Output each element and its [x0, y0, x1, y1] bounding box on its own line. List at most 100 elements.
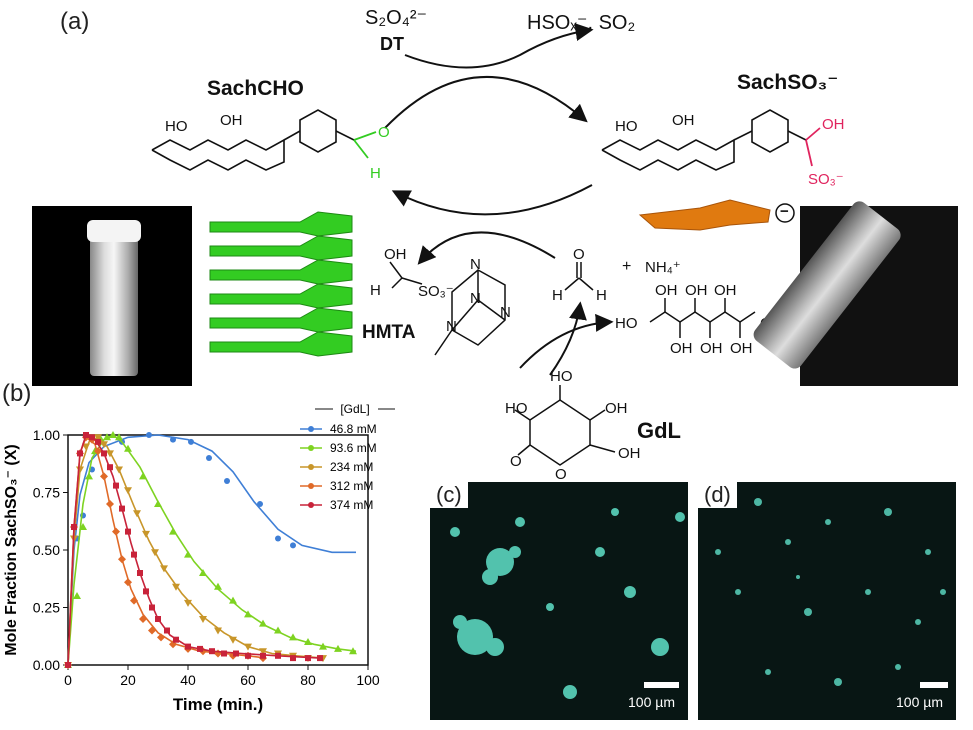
- data-point: [260, 652, 266, 659]
- data-point: [101, 450, 107, 457]
- series-fit-2: [67, 436, 324, 666]
- data-point: [106, 450, 114, 458]
- data-point: [130, 596, 138, 605]
- panel-label-d: (d): [698, 482, 737, 508]
- gdl-ho-top: HO: [550, 368, 573, 385]
- data-point: [259, 619, 267, 627]
- data-point: [317, 655, 323, 662]
- data-point: [257, 501, 263, 507]
- gluconate-oh5: OH: [700, 340, 723, 357]
- y-tick-label: 0.75: [33, 485, 60, 501]
- data-point: [149, 604, 155, 611]
- y-tick-label: 1.00: [33, 427, 60, 443]
- gluconate-oh4: OH: [670, 340, 693, 357]
- y-tick-label: 0.50: [33, 542, 60, 558]
- gdl-carbonyl-o: O: [510, 453, 522, 470]
- aldehyde-o: O: [378, 124, 390, 141]
- x-axis-label: Time (min.): [173, 695, 263, 714]
- data-point: [89, 434, 95, 441]
- gluconate-oh1: OH: [655, 282, 678, 299]
- data-point: [199, 616, 207, 623]
- data-point: [259, 648, 267, 656]
- aldehyde-group: [353, 131, 377, 159]
- formaldehyde-o: O: [573, 246, 585, 263]
- data-point: [79, 523, 87, 530]
- legend-label-0: 46.8 mM: [330, 422, 377, 436]
- data-point: [76, 466, 84, 474]
- sachso3-structure: [601, 109, 807, 171]
- micrograph-d: (d) 100 µm: [698, 482, 956, 720]
- data-point: [173, 636, 179, 643]
- data-point: [199, 569, 207, 576]
- data-point: [131, 551, 137, 558]
- x-tick-label: 20: [120, 672, 136, 688]
- sachcho-oh: OH: [220, 112, 243, 129]
- panel-label-b: (b): [2, 380, 32, 407]
- data-point: [94, 447, 102, 456]
- data-point: [157, 633, 165, 642]
- data-point: [233, 650, 239, 657]
- data-point: [83, 432, 89, 438]
- legend-label-2: 234 mM: [330, 460, 373, 474]
- x-tick-label: 80: [300, 672, 316, 688]
- gdl-oh-bottom: OH: [618, 445, 641, 462]
- dithionite-abbr: DT: [380, 34, 404, 54]
- hmta-n3: N: [446, 318, 457, 335]
- sachso3-ho: HO: [615, 118, 638, 135]
- gdl-ring-o: O: [555, 466, 567, 483]
- data-point: [77, 450, 83, 457]
- minus-sign: −: [780, 203, 789, 220]
- panel-label-c: (c): [430, 482, 468, 508]
- data-point: [185, 643, 191, 650]
- data-point: [290, 655, 296, 662]
- formaldehyde-arrow: [417, 231, 556, 265]
- hms-h: H: [370, 282, 381, 299]
- data-point: [349, 647, 357, 655]
- data-point: [113, 482, 119, 489]
- micrograph-c: (c) 100 µm: [430, 482, 688, 720]
- hms-structure: [389, 261, 423, 289]
- data-point: [119, 505, 125, 512]
- data-point: [146, 432, 152, 438]
- forward-arrow: [384, 76, 588, 129]
- hms-oh: OH: [384, 246, 407, 263]
- data-point: [107, 464, 113, 471]
- data-point: [155, 616, 161, 622]
- data-point: [94, 434, 102, 442]
- byproducts-label: HSOₓ⁻, SO₂: [527, 12, 636, 34]
- data-point: [100, 472, 108, 481]
- series-fit-0: [67, 434, 356, 666]
- data-point: [172, 583, 180, 591]
- sachcho-structure: [151, 109, 355, 171]
- hmta-n4: N: [470, 290, 481, 307]
- data-point: [305, 655, 311, 662]
- plus-sign: +: [622, 258, 632, 275]
- legend-label-3: 312 mM: [330, 479, 373, 493]
- data-point: [214, 582, 222, 590]
- data-point: [154, 500, 162, 507]
- data-point: [289, 633, 297, 641]
- data-point: [143, 588, 149, 595]
- gdl-arrow: [519, 313, 614, 369]
- series-fit-4: [67, 433, 321, 666]
- sulfonate-group: [805, 127, 821, 167]
- gdl-ho-left: HO: [505, 400, 528, 417]
- formaldehyde-h1: H: [552, 287, 563, 304]
- data-point: [170, 436, 176, 443]
- formaldehyde-h2: H: [596, 287, 607, 304]
- data-point: [229, 596, 237, 604]
- data-point: [124, 487, 132, 495]
- y-tick-label: 0.00: [33, 657, 60, 673]
- data-point: [65, 662, 71, 668]
- data-point: [169, 527, 177, 535]
- x-tick-label: 40: [180, 672, 196, 688]
- ammonium-label: NH₄⁺: [645, 259, 681, 276]
- data-point: [151, 549, 159, 557]
- gluconate-oh3: OH: [714, 282, 737, 299]
- gdl-oh-right: OH: [605, 400, 628, 417]
- data-point: [275, 535, 281, 542]
- data-point: [275, 652, 281, 659]
- reverse-arrow: [391, 184, 593, 216]
- data-point: [334, 644, 342, 652]
